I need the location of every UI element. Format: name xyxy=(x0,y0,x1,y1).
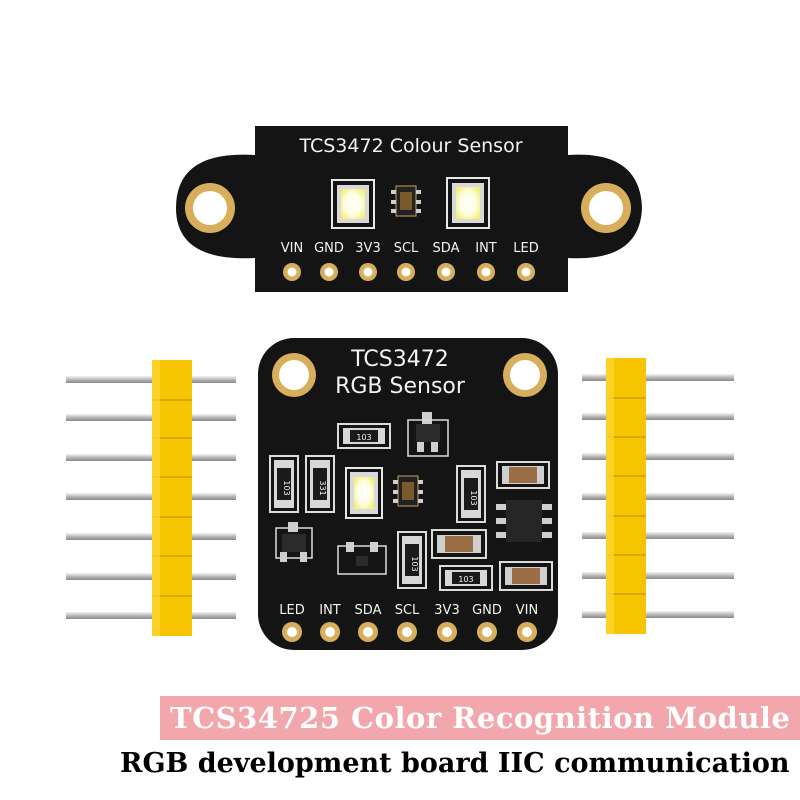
resistor: 331 xyxy=(305,455,335,513)
main-board: TCS3472 RGB Sensor 103 103 xyxy=(258,338,558,650)
capacitor xyxy=(499,561,553,591)
transistor xyxy=(407,412,449,457)
main-board-title-line2: RGB Sensor xyxy=(335,374,466,399)
led-right xyxy=(446,177,490,229)
banner-subtitle: RGB development board IIC communication xyxy=(120,748,790,779)
resistor: 103 xyxy=(269,455,299,513)
main-pin-label: INT xyxy=(319,603,341,618)
resistor: 103 xyxy=(337,423,391,449)
resistor: 103 xyxy=(397,531,427,589)
sensor-chip xyxy=(393,475,423,507)
top-pin-label: INT xyxy=(475,241,497,256)
transistor xyxy=(275,522,313,562)
main-pin-pads xyxy=(282,622,537,642)
top-pin-label: SDA xyxy=(433,241,460,256)
resistor-mark: 331 xyxy=(318,480,327,495)
resistor-mark: 103 xyxy=(356,433,371,442)
main-pin-label: GND xyxy=(472,603,502,618)
top-board-title: TCS3472 Colour Sensor xyxy=(298,135,522,157)
resistor-mark: 103 xyxy=(282,480,291,495)
main-pin-label: LED xyxy=(279,603,304,618)
top-board: TCS3472 Colour Sensor VIN GND 3V3 SCL SD xyxy=(176,126,642,292)
resistor: 103 xyxy=(439,565,493,591)
capacitor xyxy=(431,529,487,559)
main-pin-label: 3V3 xyxy=(434,603,459,618)
main-pin-label: SCL xyxy=(395,603,420,618)
top-pin-label: GND xyxy=(314,241,344,256)
led-center xyxy=(345,467,383,519)
main-board-title-line1: TCS3472 xyxy=(350,347,448,372)
capacitor xyxy=(496,461,550,489)
resistor-mark: 103 xyxy=(469,490,478,505)
transistor xyxy=(337,542,387,575)
top-pin-label: SCL xyxy=(394,241,419,256)
resistor-mark: 103 xyxy=(410,556,419,571)
sensor-chip xyxy=(391,185,421,217)
top-pin-label: VIN xyxy=(281,241,303,256)
resistor: 103 xyxy=(456,465,486,523)
main-pin-label: SDA xyxy=(355,603,382,618)
resistor-mark: 103 xyxy=(458,575,473,584)
top-pin-label: 3V3 xyxy=(355,241,380,256)
banner-title: TCS34725 Color Recognition Module xyxy=(170,701,791,735)
title-banner xyxy=(160,696,800,740)
pin-header-left xyxy=(66,360,236,636)
top-pin-pads xyxy=(283,263,535,281)
main-pin-label: VIN xyxy=(516,603,538,618)
top-pin-label: LED xyxy=(513,241,538,256)
regulator-chip xyxy=(496,500,552,542)
pin-header-right xyxy=(582,358,734,634)
led-left xyxy=(331,179,375,229)
